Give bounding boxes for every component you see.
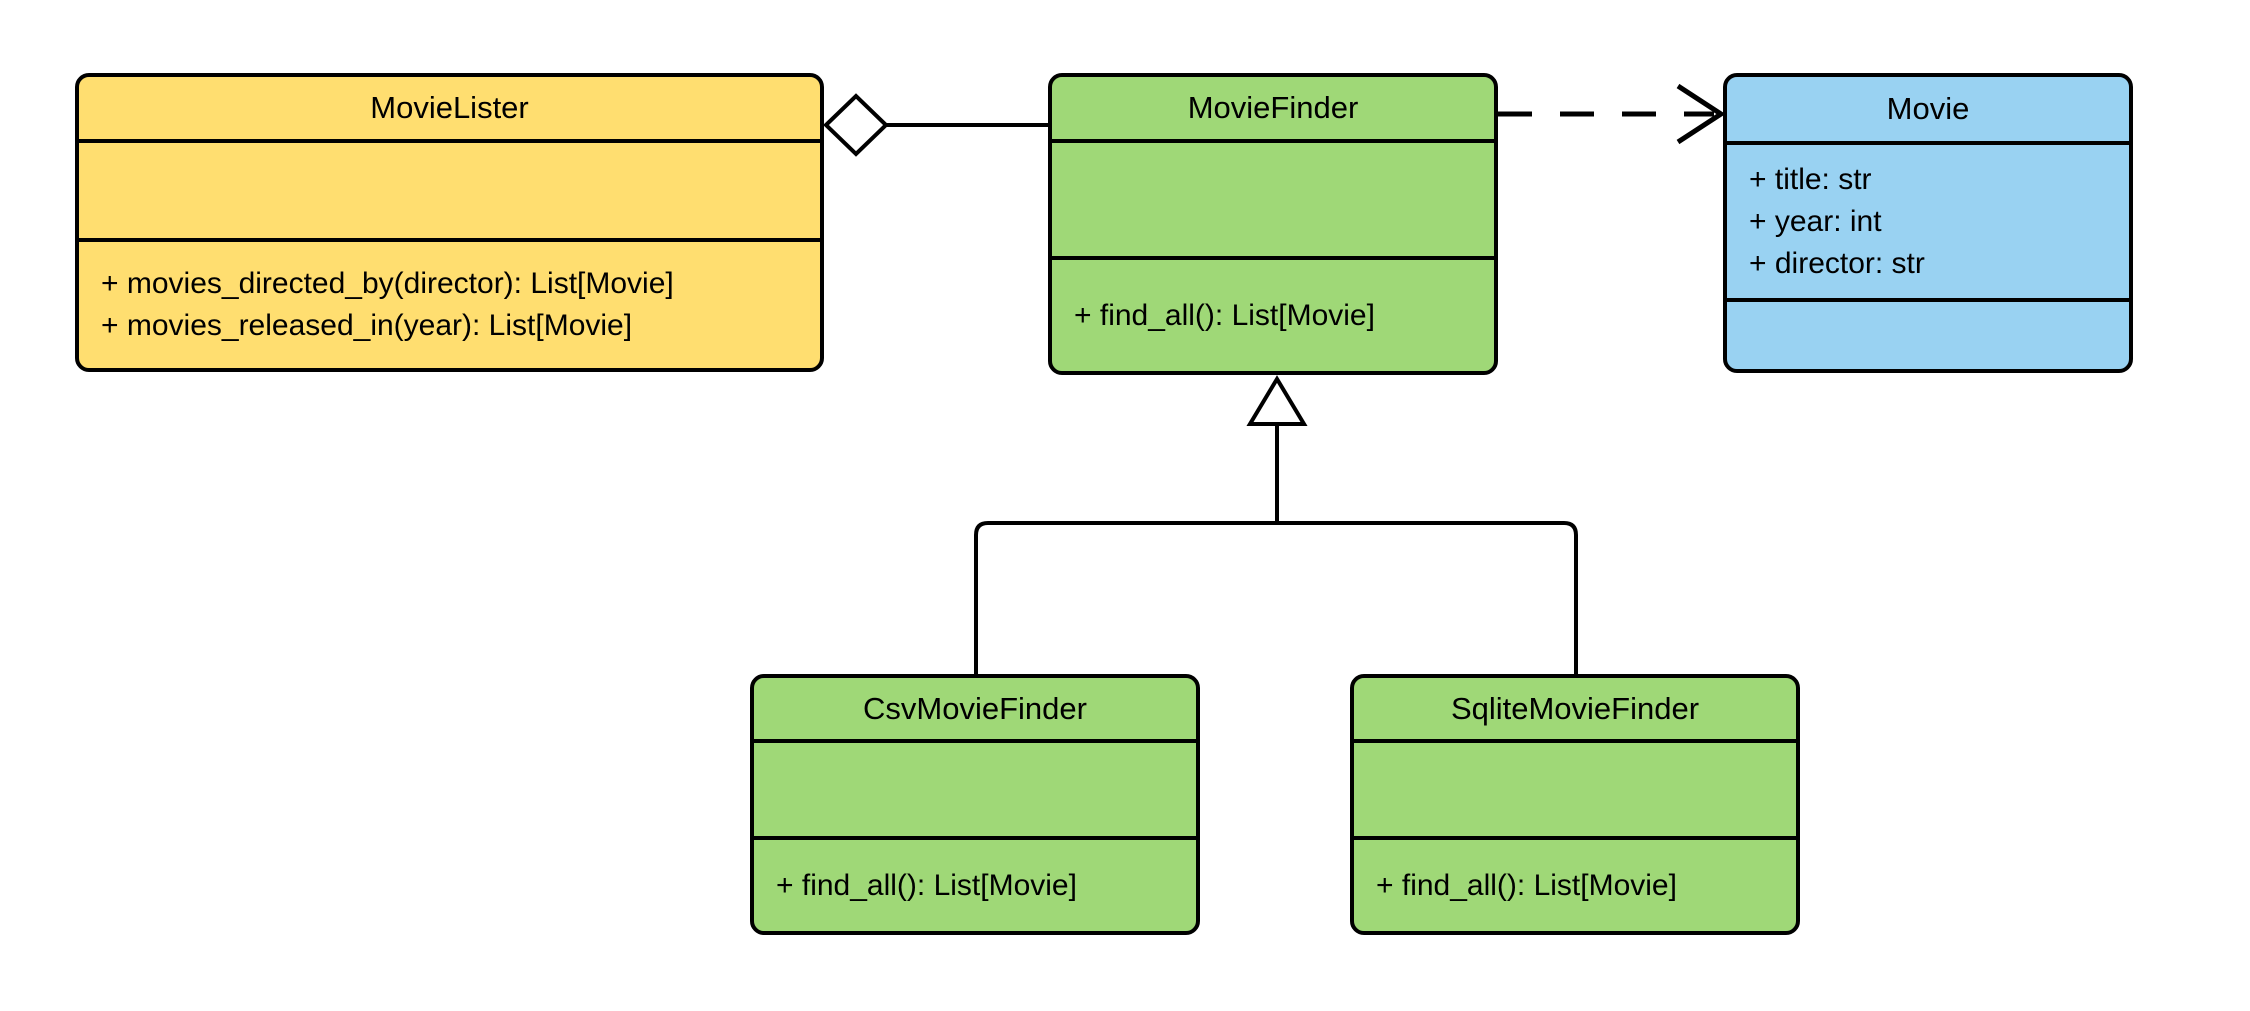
class-sqlitemoviefinder-title: SqliteMovieFinder bbox=[1354, 678, 1796, 743]
attribute-title: + title: str bbox=[1749, 162, 1872, 196]
class-csvmoviefinder: CsvMovieFinder + find_all(): List[Movie] bbox=[750, 674, 1200, 935]
class-movie-attributes: + title: str + year: int + director: str bbox=[1727, 145, 2129, 302]
inheritance-triangle-icon bbox=[1246, 375, 1308, 426]
class-moviefinder-methods: + find_all(): List[Movie] bbox=[1052, 260, 1494, 371]
method-find-all: + find_all(): List[Movie] bbox=[1376, 868, 1677, 902]
attribute-director: + director: str bbox=[1749, 246, 1925, 280]
attribute-year: + year: int bbox=[1749, 204, 1882, 238]
inheritance-branch-right bbox=[1277, 521, 1578, 674]
method-movies-directed-by: + movies_directed_by(director): List[Mov… bbox=[101, 267, 674, 300]
class-sqlitemoviefinder: SqliteMovieFinder + find_all(): List[Mov… bbox=[1350, 674, 1800, 935]
aggregation-diamond-icon bbox=[823, 93, 889, 157]
class-moviefinder-attributes bbox=[1052, 143, 1494, 260]
class-sqlitemoviefinder-attributes bbox=[1354, 743, 1796, 840]
method-find-all: + find_all(): List[Movie] bbox=[1074, 298, 1375, 332]
class-csvmoviefinder-attributes bbox=[754, 743, 1196, 840]
class-movie: Movie + title: str + year: int + directo… bbox=[1723, 73, 2133, 373]
method-find-all: + find_all(): List[Movie] bbox=[776, 868, 1077, 902]
class-movielister-attributes bbox=[79, 143, 820, 242]
class-movielister: MovieLister + movies_directed_by(directo… bbox=[75, 73, 824, 372]
dependency-arrowhead-icon bbox=[1676, 83, 1726, 145]
inheritance-branch-left bbox=[974, 521, 1277, 674]
class-sqlitemoviefinder-methods: + find_all(): List[Movie] bbox=[1354, 840, 1796, 931]
class-movie-title: Movie bbox=[1727, 77, 2129, 145]
class-moviefinder-title: MovieFinder bbox=[1052, 77, 1494, 143]
class-movie-methods bbox=[1727, 302, 2129, 369]
class-csvmoviefinder-title: CsvMovieFinder bbox=[754, 678, 1196, 743]
class-movielister-methods: + movies_directed_by(director): List[Mov… bbox=[79, 242, 820, 368]
class-moviefinder: MovieFinder + find_all(): List[Movie] bbox=[1048, 73, 1498, 375]
class-movielister-title: MovieLister bbox=[79, 77, 820, 143]
method-movies-released-in: + movies_released_in(year): List[Movie] bbox=[101, 309, 633, 342]
class-csvmoviefinder-methods: + find_all(): List[Movie] bbox=[754, 840, 1196, 931]
